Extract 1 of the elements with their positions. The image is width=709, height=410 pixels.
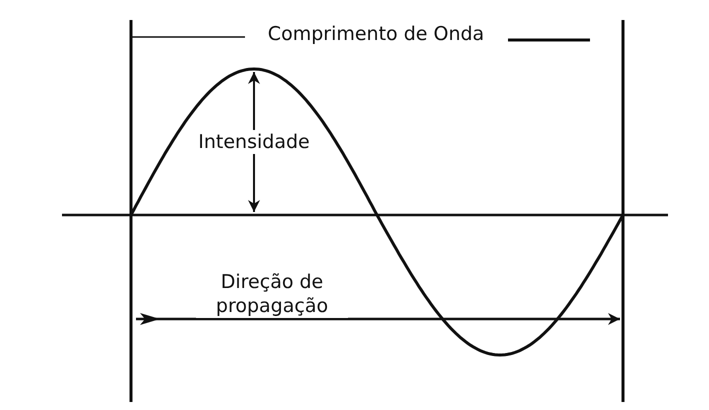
direction-label: Direção de propagação [196,270,348,318]
